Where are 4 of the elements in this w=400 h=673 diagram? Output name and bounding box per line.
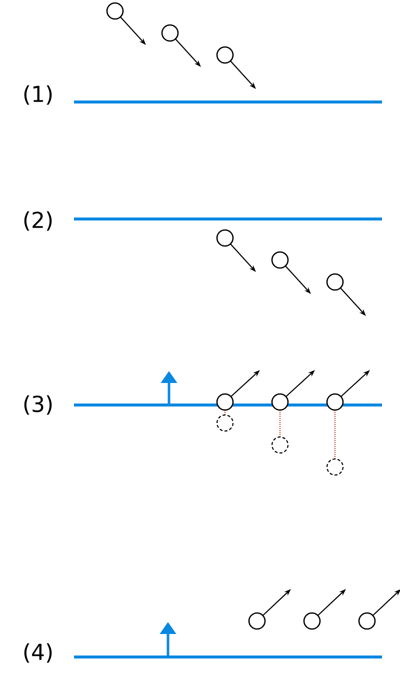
label: (3) bbox=[24, 395, 52, 415]
label: (4) bbox=[24, 643, 52, 663]
label: (1) bbox=[24, 85, 52, 105]
label: (2) bbox=[24, 211, 52, 231]
